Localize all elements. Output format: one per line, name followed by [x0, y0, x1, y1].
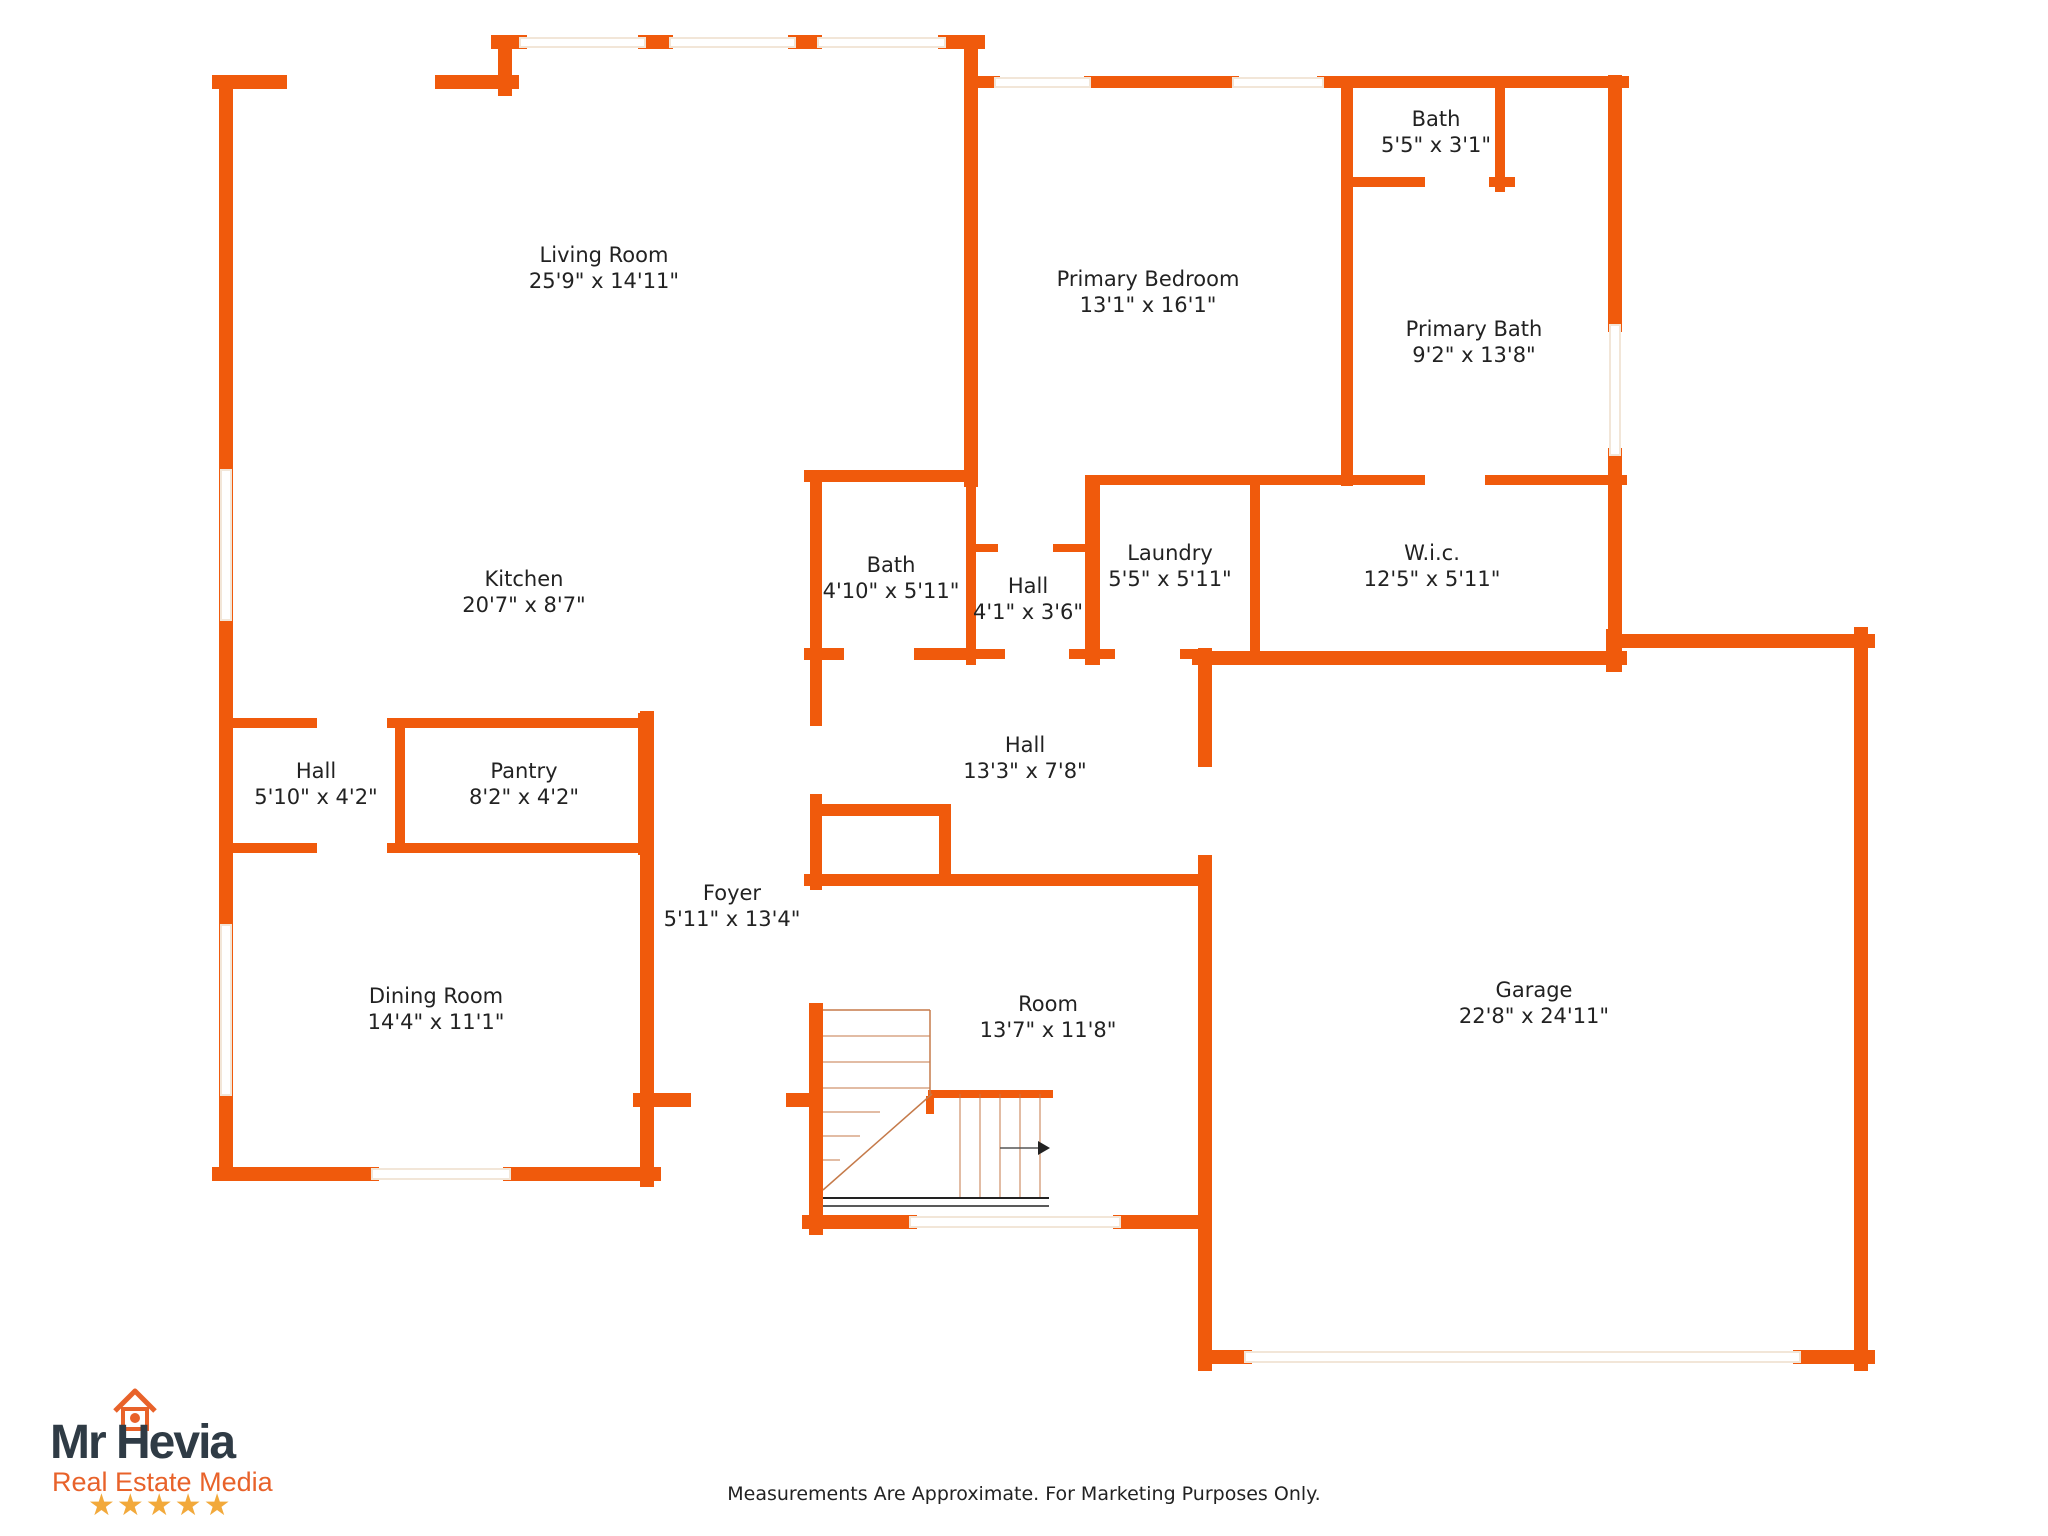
window [909, 1216, 1121, 1228]
room-dimensions: 12'5" x 5'11" [1364, 567, 1501, 591]
disclaimer: Measurements Are Approximate. For Market… [727, 1483, 1321, 1505]
window [519, 37, 646, 48]
room-name: Laundry [1127, 541, 1213, 565]
room-name: Dining Room [369, 984, 503, 1008]
room-dimensions: 8'2" x 4'2" [469, 785, 579, 809]
room-name: Room [1018, 992, 1078, 1016]
logo-name: Mr Hevia [50, 1416, 236, 1469]
walls [212, 35, 1875, 1371]
room-dimensions: 14'4" x 11'1" [368, 1010, 505, 1034]
window [220, 469, 232, 621]
window [1244, 1351, 1801, 1363]
rating-stars: ★★★★★ [88, 1488, 233, 1523]
room-name: Pantry [490, 759, 557, 783]
room-dimensions: 13'1" x 16'1" [1080, 293, 1217, 317]
room-label-wic: W.i.c.12'5" x 5'11" [1364, 541, 1501, 591]
room-name: Living Room [540, 243, 669, 267]
room-name: Bath [1412, 107, 1461, 131]
window [1609, 324, 1621, 456]
company-logo: Mr Hevia Real Estate Media ★★★★★ [50, 1385, 290, 1521]
house-icon [113, 1388, 157, 1431]
room-dimensions: 9'2" x 13'8" [1412, 343, 1535, 367]
window [1232, 77, 1324, 88]
room-name: Garage [1496, 978, 1573, 1002]
room-dimensions: 5'5" x 5'11" [1108, 567, 1231, 591]
stair-arrow-icon [1038, 1141, 1050, 1155]
room-name: Kitchen [485, 567, 564, 591]
window [220, 924, 232, 1096]
room-name: Hall [1008, 574, 1048, 598]
room-name: Hall [1005, 733, 1045, 757]
room-name: Foyer [703, 881, 762, 905]
room-name: Bath [867, 553, 916, 577]
windows [220, 37, 1801, 1363]
window [817, 37, 946, 48]
room-name: Primary Bedroom [1057, 267, 1240, 291]
logo-tagline: Real Estate Media [52, 1467, 273, 1497]
room-dimensions: 25'9" x 14'11" [529, 269, 679, 293]
room-dimensions: 20'7" x 8'7" [462, 593, 585, 617]
room-name: Primary Bath [1406, 317, 1543, 341]
room-dimensions: 4'1" x 3'6" [973, 600, 1083, 624]
room-dimensions: 13'7" x 11'8" [980, 1018, 1117, 1042]
staircase [822, 1009, 1050, 1207]
room-dimensions: 5'5" x 3'1" [1381, 133, 1491, 157]
room-dimensions: 4'10" x 5'11" [823, 579, 960, 603]
room-dimensions: 5'11" x 13'4" [664, 907, 801, 931]
window [371, 1168, 511, 1180]
room-dimensions: 13'3" x 7'8" [963, 759, 1086, 783]
room-name: Hall [296, 759, 336, 783]
room-name: W.i.c. [1404, 541, 1460, 565]
room-dimensions: 5'10" x 4'2" [254, 785, 377, 809]
window [994, 77, 1091, 88]
room-dimensions: 22'8" x 24'11" [1459, 1004, 1609, 1028]
window [669, 37, 796, 48]
stair-line [822, 1093, 933, 1191]
